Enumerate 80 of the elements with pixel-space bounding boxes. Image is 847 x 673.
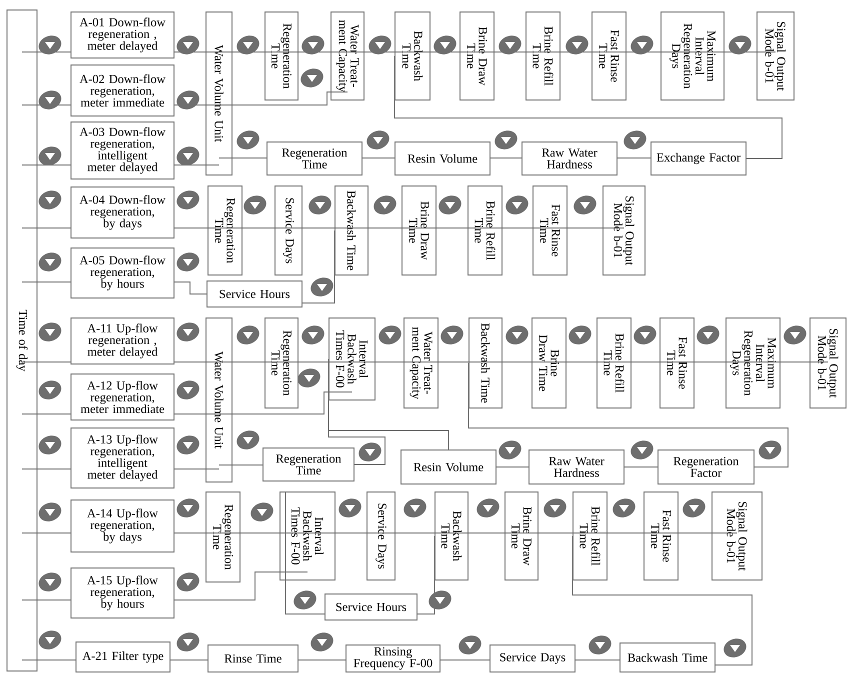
- menu-box: Service Days: [490, 644, 576, 672]
- vertical-box: Water Volume Unit: [206, 12, 232, 176]
- connector-line: [394, 56, 782, 159]
- vertical-box: Signal Output Mode b-01: [756, 12, 794, 100]
- connector-line: [328, 400, 449, 450]
- connector-line: [174, 164, 220, 166]
- menu-box: Backwash Time: [620, 642, 716, 672]
- vertical-box: Fast Rinse Time: [644, 492, 678, 580]
- connector-line: [451, 532, 522, 534]
- vertical-box: Regeneration Time: [208, 186, 242, 276]
- menu-box: A-04 Down-flow regeneration, by days: [70, 186, 174, 238]
- vertical-box: Water Treat-ment Capacity: [330, 12, 364, 100]
- menu-box: Rinse Time: [208, 644, 298, 672]
- vertical-box: Signal Output Mode b-01: [810, 318, 846, 408]
- connector-line: [307, 532, 382, 534]
- menu-box: Resin Volume: [400, 450, 496, 484]
- connector-line: [22, 164, 71, 166]
- menu-box: A-11 Up-flow regeneration , meter delayed: [70, 318, 174, 364]
- vertical-box: Maximum Interval Regeneration Days: [726, 318, 780, 408]
- vertical-box: Signal Output Mode b-01: [602, 186, 646, 276]
- vertical-box: Interval Backwash Times F-00: [280, 492, 336, 580]
- vertical-box: Backwash Time: [434, 492, 468, 580]
- menu-box: Service Hours: [206, 280, 302, 308]
- connector-line: [222, 532, 308, 534]
- connector-line: [218, 392, 352, 414]
- menu-box: A-21 Filter type: [76, 642, 170, 672]
- connector-line: [572, 536, 752, 666]
- menu-box: A-05 Down-flow regeneration, by hours: [70, 248, 174, 298]
- connector-line: [22, 104, 71, 106]
- vertical-box: Service Days: [366, 492, 396, 580]
- sidebar-box: Time of day: [6, 10, 38, 672]
- connector-line: [22, 468, 71, 470]
- vertical-box: Brine Refill Time: [572, 492, 608, 580]
- connector-line: [174, 282, 207, 294]
- menu-box: A-02 Down-flow regeneration, meter immediate: [70, 64, 174, 116]
- vertical-box: Brine Draw Time: [504, 492, 538, 580]
- vertical-box: Backwash Time: [334, 186, 368, 276]
- menu-box: Raw Water Hardness: [528, 450, 624, 484]
- vertical-box: Backwash Time: [468, 318, 502, 408]
- vertical-box: Brine Draw Time: [402, 186, 436, 276]
- connector-line: [22, 532, 71, 534]
- menu-box: Regeneration Time: [266, 142, 362, 176]
- connector-line: [174, 104, 220, 106]
- menu-box: A-03 Down-flow regeneration, intelligent meter delayed: [70, 122, 174, 180]
- connector-line: [302, 230, 335, 304]
- menu-box: Regeneration Factor: [658, 450, 754, 484]
- menu-box: Resin Volume: [394, 142, 490, 176]
- vertical-box: Brine Refill Time: [468, 186, 502, 276]
- connector-line: [590, 532, 662, 534]
- vertical-box: Interval Backwash Times F-00: [328, 318, 376, 400]
- connector-line: [624, 466, 658, 468]
- connector-line: [285, 491, 325, 614]
- connector-line: [174, 468, 220, 470]
- menu-box: Exchange Factor: [650, 142, 746, 176]
- menu-box: A-01 Down-flow regeneration , meter delayed: [70, 12, 174, 58]
- vertical-box: Water Treat-ment Capacity: [404, 318, 438, 408]
- menu-box: Service Hours: [324, 594, 418, 620]
- vertical-box: Fast Rinse Time: [532, 186, 568, 276]
- vertical-box: Maximum Interval Regeneration Days: [660, 12, 724, 100]
- menu-box: A-14 Up-flow regeneration, by days: [70, 500, 174, 552]
- connector-line: [218, 92, 348, 106]
- connector-line: [660, 532, 738, 534]
- menu-box: A-15 Up-flow regeneration, by hours: [70, 568, 174, 618]
- connector-line: [174, 572, 308, 600]
- connector-line: [417, 536, 435, 614]
- connector-line: [218, 464, 263, 466]
- connector-line: [328, 358, 386, 465]
- menu-box: Rinsing Frequency F-00: [346, 644, 440, 672]
- connector-line: [380, 532, 452, 534]
- vertical-box: Brine Draw Time: [532, 318, 566, 408]
- vertical-box: Service Days: [274, 186, 302, 276]
- menu-box: A-13 Up-flow regeneration, intelligent meter delayed: [70, 428, 174, 488]
- connector-line: [521, 532, 590, 534]
- connector-line: [174, 532, 224, 534]
- vertical-box: Water Volume Unit: [206, 318, 232, 482]
- connector-line: [468, 362, 788, 468]
- connector-line: [496, 466, 529, 468]
- menu-box: A-12 Up-flow regeneration, meter immediate: [70, 374, 174, 420]
- menu-box: Regeneration Time: [262, 448, 354, 482]
- menu-box: Raw Water Hardness: [522, 142, 618, 176]
